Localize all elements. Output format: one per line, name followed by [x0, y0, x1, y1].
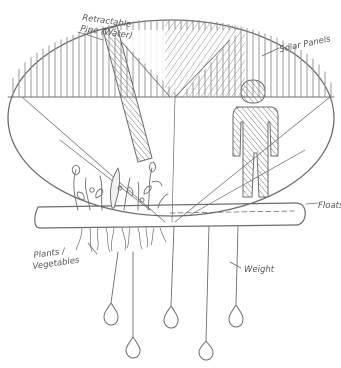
drop-weight-icon — [126, 337, 140, 358]
weights — [104, 226, 243, 360]
drop-weight-icon — [229, 305, 243, 327]
drop-weight-icon — [199, 341, 213, 360]
label-floats: Floats — [318, 201, 341, 211]
drop-weight-icon — [164, 306, 178, 328]
roots — [76, 228, 166, 252]
plant-cluster-icon — [72, 162, 168, 210]
drop-weight-icon — [104, 303, 118, 325]
solar-panel-cap — [8, 20, 334, 100]
label-solar-panels: Solar Panels — [279, 34, 333, 55]
person-silhouette-icon — [233, 80, 278, 197]
label-weight: Weight — [244, 265, 275, 275]
